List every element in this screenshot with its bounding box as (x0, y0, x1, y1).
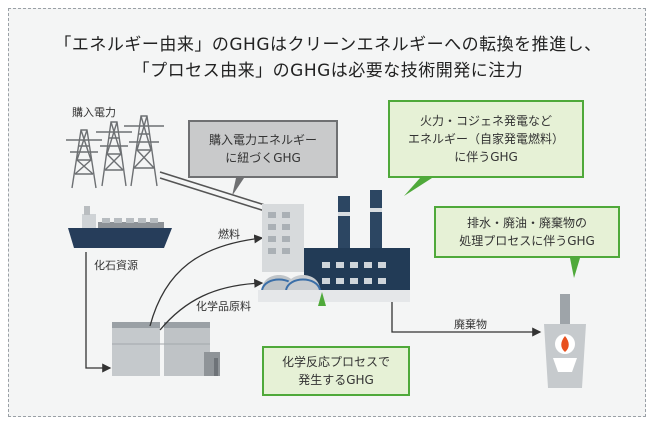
title-line-1: 「エネルギー由来」のGHGはクリーンエネルギーへの転換を推進し、 (54, 35, 602, 55)
callout-chemical-reaction: 化学反応プロセスで 発生するGHG (262, 346, 410, 396)
callout-thermal-power: 火力・コジェネ発電など エネルギー（自家発電燃料） に伴うGHG (388, 100, 584, 178)
tanker-ship-icon (68, 206, 172, 248)
power-tower-icon (66, 115, 269, 213)
flame-icon (561, 336, 569, 352)
label-fuel: 燃料 (218, 228, 240, 241)
factory-icon (258, 190, 410, 302)
callout-purchased-energy: 購入電力エネルギー に紐づくGHG (188, 120, 338, 178)
label-purchased-power: 購入電力 (72, 106, 116, 119)
label-chemical-feedstock: 化学品原料 (196, 300, 251, 313)
incinerator-icon (544, 294, 586, 388)
label-fossil-resources: 化石資源 (94, 259, 138, 272)
label-waste: 廃棄物 (454, 318, 487, 331)
title-line-2: 「プロセス由来」のGHGは必要な技術開発に注力 (132, 61, 524, 81)
callout-wastewater: 排水・廃油・廃棄物の 処理プロセスに伴うGHG (434, 206, 620, 258)
storage-tank-icon (112, 322, 220, 376)
